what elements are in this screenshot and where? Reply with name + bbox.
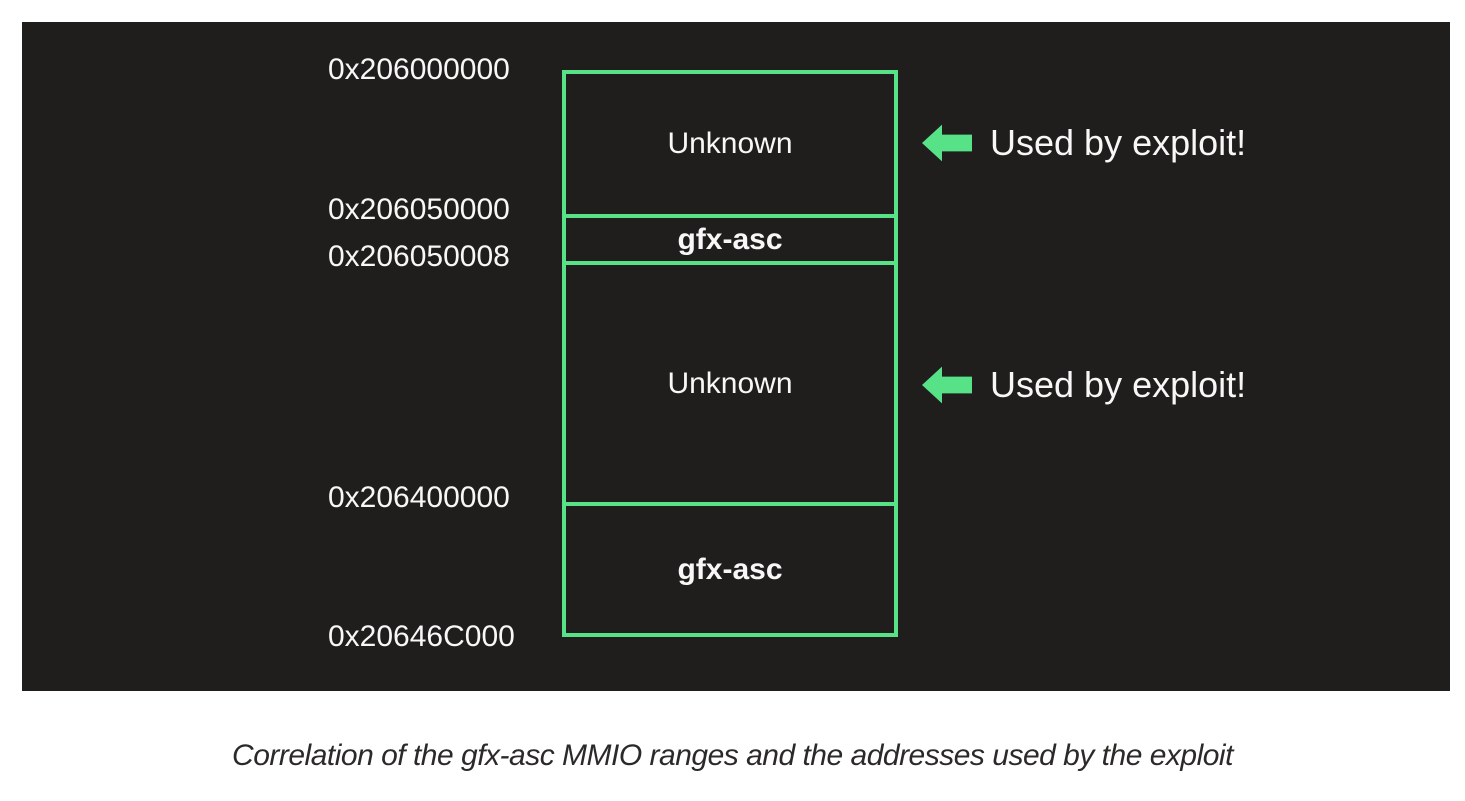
left-arrow-icon (922, 366, 972, 404)
address-label-0x206050000: 0x206050000 (328, 193, 510, 226)
address-label-0x206400000: 0x206400000 (328, 481, 510, 514)
annotation-used-by-exploit-top: Used by exploit! (922, 113, 1246, 173)
memory-segment-gfx-asc-thin: gfx-asc (566, 214, 894, 261)
left-arrow-icon (922, 124, 972, 162)
segment-label: Unknown (667, 127, 793, 160)
segment-label: Unknown (667, 366, 793, 400)
memory-segment-gfx-asc-bottom: gfx-asc (566, 502, 894, 633)
annotation-label: Used by exploit! (990, 122, 1247, 163)
annotation-label: Used by exploit! (990, 364, 1247, 405)
segment-label: gfx-asc (677, 552, 783, 586)
diagram-panel: 0x206000000 0x206050000 0x206050008 0x20… (22, 22, 1450, 691)
address-label-0x20646C000: 0x20646C000 (328, 620, 515, 653)
address-label-0x206050008: 0x206050008 (328, 240, 510, 273)
annotation-used-by-exploit-middle: Used by exploit! (922, 355, 1246, 415)
memory-segment-unknown-middle: Unknown (566, 261, 894, 502)
segment-label: gfx-asc (677, 222, 783, 256)
figure-caption: Correlation of the gfx-asc MMIO ranges a… (232, 739, 1233, 772)
memory-segment-unknown-top: Unknown (566, 74, 894, 214)
address-label-0x206000000: 0x206000000 (328, 53, 510, 86)
memory-map-box: Unknown gfx-asc Unknown gfx-asc (562, 70, 898, 637)
